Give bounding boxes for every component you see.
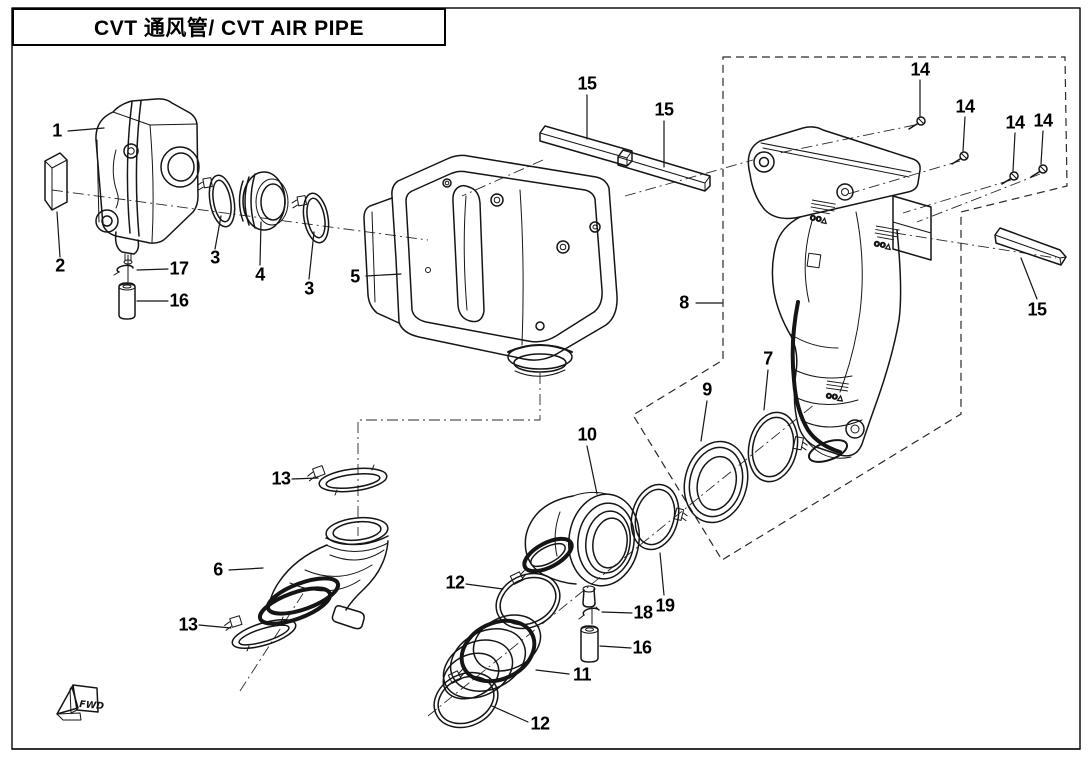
part-15-strip-b [617,149,711,192]
screw-icon [951,151,969,165]
part-16-plug-lower [580,625,599,663]
svg-text:OO△: OO△ [873,240,892,251]
part-7-clamp [747,411,808,483]
warning-label-icon: OO△ [825,380,849,403]
dashed-enclosure [632,56,1068,561]
part-17-clip [113,264,134,276]
title-block: CVT 通风管/ CVT AIR PIPE [12,8,446,46]
part-2-pad [44,152,68,211]
part-9-seal-ring [683,440,749,524]
warning-label-icon: OO△ [873,225,900,251]
part-12-clamp-a [495,570,561,630]
part-10-elbow-duct [522,491,640,608]
center-lines [51,124,1057,717]
part-19-clamp [630,483,688,551]
svg-text:OO△: OO△ [825,392,844,402]
part-16-plug-left [118,282,136,320]
screw-icon [1030,164,1048,178]
drawing-frame [11,7,1081,750]
part-15-strip-c [994,227,1067,266]
part-4-coupler [238,171,289,231]
part-11-bellows [442,614,542,700]
fwd-direction-arrow: FWD [56,684,105,721]
part-3-clamp-a [197,174,236,228]
part-13-clamp-b [224,615,297,652]
warning-label-icon: OO△ [809,199,836,225]
page-title: CVT 通风管/ CVT AIR PIPE [94,17,364,40]
svg-text:OO△: OO△ [809,214,828,225]
part-8-air-duct: OO△ OO△ OO△ [747,126,932,463]
part-14-screws [908,116,1048,185]
screw-icon [1001,171,1019,185]
part-18-clip [578,606,600,620]
part-13-clamp-a [307,464,388,496]
part-6-elbow-hose [257,516,389,630]
part-5-cvt-cover [363,154,618,377]
fwd-label: FWD [79,699,105,712]
part-12-clamp-b [433,669,499,729]
screw-icon [908,116,926,130]
part-1-air-box [95,98,200,265]
leader-lines [56,79,1044,723]
part-3-clamp-b [291,192,330,244]
